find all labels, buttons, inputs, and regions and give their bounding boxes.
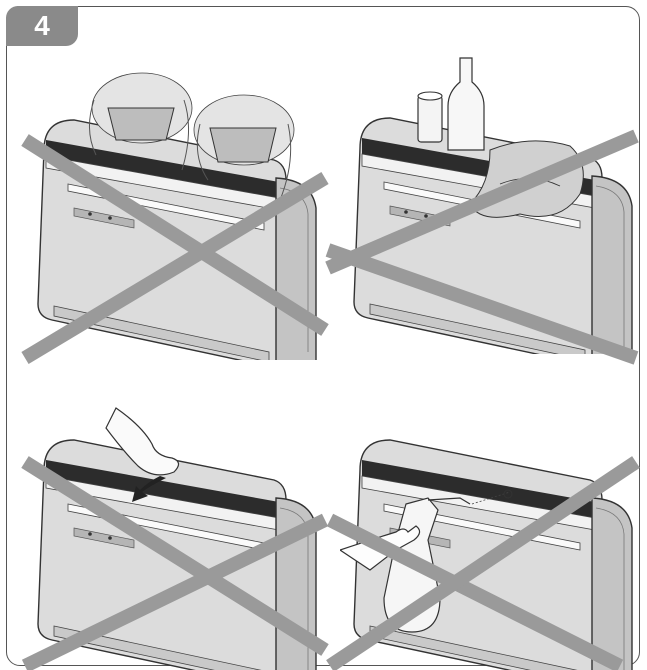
step-number-badge: 4 bbox=[6, 6, 78, 46]
cross-4-line-b bbox=[326, 456, 640, 670]
down-arrow bbox=[132, 476, 166, 502]
cross-1-line-b bbox=[21, 171, 329, 365]
potted-plant-right bbox=[193, 94, 295, 201]
cross-2-line-a bbox=[325, 243, 639, 365]
cross-3-line-b bbox=[21, 513, 329, 670]
cross-3-line-a bbox=[21, 456, 329, 656]
cross-1-line-a bbox=[21, 134, 329, 336]
potted-plant-left bbox=[89, 72, 193, 171]
panel-hand-on-louvre bbox=[37, 407, 317, 670]
can bbox=[417, 91, 443, 143]
cross-2-line-b bbox=[325, 129, 639, 275]
panel-plants-on-unit bbox=[37, 72, 317, 360]
cross-4-line-a bbox=[326, 513, 624, 670]
bottle bbox=[447, 57, 485, 151]
hand bbox=[105, 407, 180, 476]
